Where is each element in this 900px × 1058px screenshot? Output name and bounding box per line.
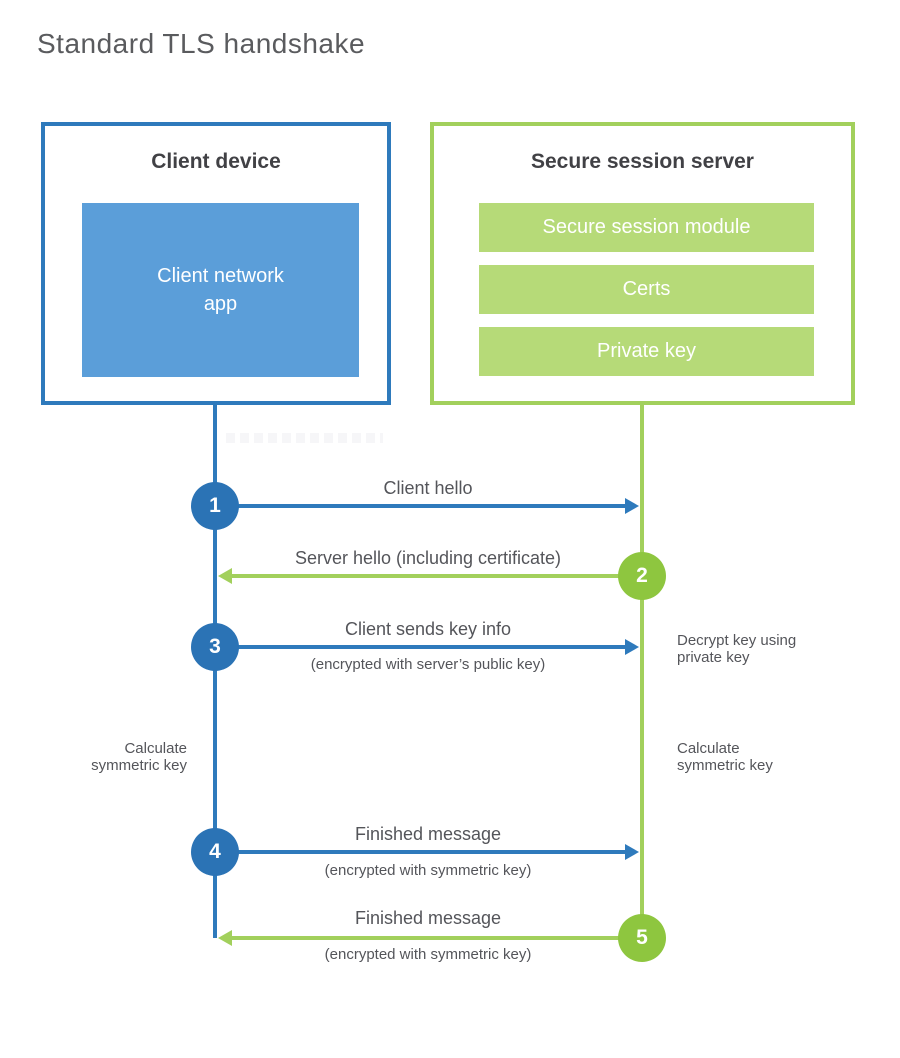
page-title: Standard TLS handshake bbox=[37, 28, 366, 59]
decrypt-key-note: Decrypt key using private key bbox=[677, 632, 797, 666]
step-5-arrowhead-icon bbox=[218, 930, 232, 946]
step-1-number: 1 bbox=[209, 494, 221, 517]
step-2-arrowhead-icon bbox=[218, 568, 232, 584]
secure-session-server-title: Secure session server bbox=[531, 150, 754, 173]
step-1-label: Client hello bbox=[383, 478, 473, 498]
step-1-arrowhead-icon bbox=[625, 498, 639, 514]
client-network-app-box: Client network app bbox=[82, 203, 359, 377]
step-3-arrow bbox=[215, 645, 627, 649]
step-4-label: Finished message bbox=[354, 824, 502, 844]
server-module-label: Private key bbox=[597, 340, 696, 362]
secure-session-server-box: Secure session server Secure session mod… bbox=[430, 122, 855, 405]
server-module-bar: Certs bbox=[479, 265, 814, 314]
server-module-bar: Private key bbox=[479, 327, 814, 376]
step-5-label: Finished message bbox=[354, 908, 502, 928]
step-3-sublabel: (encrypted with server’s public key) bbox=[310, 656, 546, 673]
step-4-arrowhead-icon bbox=[625, 844, 639, 860]
client-network-app-label: Client network app bbox=[157, 265, 284, 315]
step-1-circle: 1 bbox=[191, 482, 239, 530]
step-1-arrow bbox=[215, 504, 627, 508]
step-5-number: 5 bbox=[636, 926, 648, 949]
faint-dashed-artifact bbox=[226, 433, 383, 443]
step-4-sublabel: (encrypted with symmetric key) bbox=[324, 862, 532, 879]
step-5-sublabel: (encrypted with symmetric key) bbox=[324, 946, 532, 963]
client-device-box: Client device Client network app bbox=[41, 122, 391, 405]
step-4-arrow bbox=[215, 850, 627, 854]
step-3-arrowhead-icon bbox=[625, 639, 639, 655]
server-module-label: Certs bbox=[622, 278, 671, 300]
step-5-circle: 5 bbox=[618, 914, 666, 962]
step-2-number: 2 bbox=[636, 564, 648, 587]
step-3-label: Client sends key info bbox=[344, 619, 512, 639]
client-lifeline bbox=[213, 405, 217, 938]
calculate-symmetric-key-note-server: Calculate symmetric key bbox=[677, 740, 773, 774]
step-2-circle: 2 bbox=[618, 552, 666, 600]
step-3-circle: 3 bbox=[191, 623, 239, 671]
step-2-label: Server hello (including certificate) bbox=[294, 548, 562, 568]
server-module-label: Secure session module bbox=[542, 216, 751, 238]
server-module-list: Secure session module Certs Private key bbox=[479, 203, 814, 389]
client-device-title: Client device bbox=[151, 150, 281, 173]
step-4-number: 4 bbox=[209, 840, 221, 863]
step-5-arrow bbox=[229, 936, 642, 940]
step-2-arrow bbox=[229, 574, 642, 578]
calculate-symmetric-key-note-client: Calculate symmetric key bbox=[91, 740, 187, 774]
step-3-number: 3 bbox=[209, 635, 221, 658]
step-4-circle: 4 bbox=[191, 828, 239, 876]
server-module-bar: Secure session module bbox=[479, 203, 814, 252]
server-lifeline bbox=[640, 405, 644, 938]
